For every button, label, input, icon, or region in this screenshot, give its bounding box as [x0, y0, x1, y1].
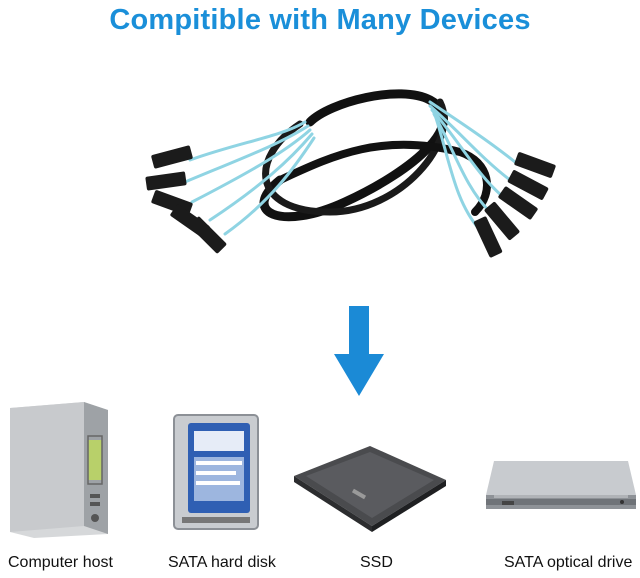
ssd-icon	[294, 446, 446, 532]
down-arrow-icon	[334, 306, 384, 396]
computer-host-icon	[10, 402, 108, 538]
optical-drive-icon	[486, 461, 636, 509]
device-label-computer-host: Computer host	[8, 554, 113, 571]
hard-disk-icon	[173, 414, 259, 530]
device-label-sata-optical-drive: SATA optical drive	[504, 554, 633, 571]
sata-cable-image	[145, 89, 556, 258]
device-label-ssd: SSD	[360, 554, 393, 571]
page-title: Compitible with Many Devices	[109, 4, 531, 36]
device-label-sata-hard-disk: SATA hard disk	[168, 554, 276, 571]
